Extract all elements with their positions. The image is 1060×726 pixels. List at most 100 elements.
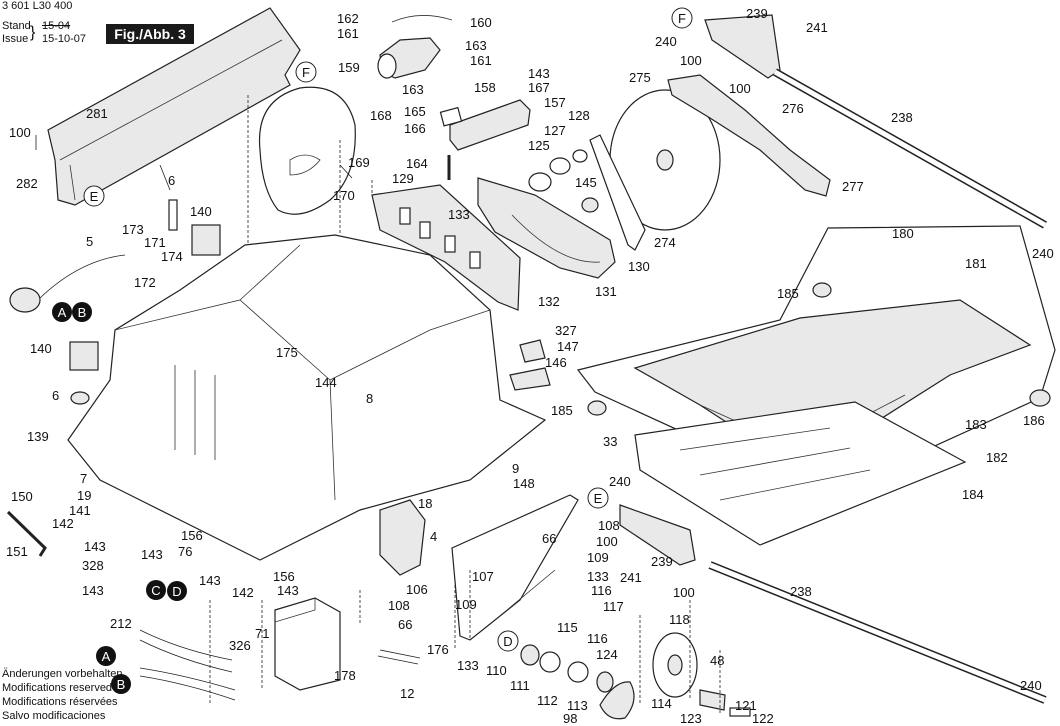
date-brace: } [30, 24, 36, 41]
part-180-inner-frame [633, 299, 1032, 471]
marker-d-lower [497, 630, 519, 652]
marker-f-upper-right [671, 7, 693, 29]
marker-f-upper-right-text: F [678, 11, 686, 26]
date-old: 15-04 [42, 20, 71, 32]
callout-163-b: 163 [402, 82, 424, 97]
part-5-power-cord [39, 254, 126, 299]
callout-175: 175 [276, 345, 298, 360]
callout-130: 130 [628, 259, 650, 274]
part-114-knob [599, 681, 635, 720]
part-157-bracket [449, 99, 531, 151]
callout-12: 12 [400, 686, 414, 701]
marker-e-lower-text: E [594, 491, 603, 506]
callout-277: 277 [842, 179, 864, 194]
callout-173: 173 [122, 222, 144, 237]
callout-167: 167 [528, 80, 550, 95]
callout-124: 124 [596, 647, 618, 662]
callout-327: 327 [555, 323, 577, 338]
callout-108-a: 108 [598, 518, 620, 533]
part-150-hex-key [6, 510, 47, 557]
callout-165: 165 [404, 104, 426, 119]
callout-145: 145 [575, 175, 597, 190]
callout-140-a: 140 [190, 204, 212, 219]
callout-107: 107 [472, 569, 494, 584]
marker-c-text: C [151, 583, 160, 598]
part-140-switch-upper [191, 224, 221, 256]
callout-141: 141 [69, 503, 91, 518]
callout-143-b: 143 [84, 539, 106, 554]
part-239-rail-bottom [619, 504, 696, 566]
part-277-riving-knife [667, 74, 831, 197]
callout-100-d: 100 [596, 534, 618, 549]
part-6-foot [70, 391, 90, 405]
part-drawings [6, 7, 1056, 720]
marker-c [146, 580, 166, 600]
callout-328: 328 [82, 558, 104, 573]
callout-176: 176 [427, 642, 449, 657]
part-274-arm [589, 134, 646, 251]
callout-148: 148 [513, 476, 535, 491]
callout-4: 4 [430, 529, 437, 544]
callout-326: 326 [229, 638, 251, 653]
part-125-flange [528, 172, 552, 192]
marker-b-lower [111, 674, 131, 694]
part-111-washer [539, 651, 561, 673]
callout-142-b: 142 [232, 585, 254, 600]
callout-48: 48 [710, 653, 724, 668]
callout-100-e: 100 [673, 585, 695, 600]
marker-e-upper-left [83, 185, 105, 207]
letter-markers: F E F A B C D A B E D [52, 7, 693, 694]
callout-186: 186 [1023, 413, 1045, 428]
marker-f-upper-left [295, 61, 317, 83]
callout-7: 7 [80, 471, 87, 486]
part-168-guard [258, 86, 356, 215]
callout-150: 150 [11, 489, 33, 504]
callout-184: 184 [962, 487, 984, 502]
part-110-bearing [520, 644, 540, 666]
part-185-foot-lower [587, 400, 607, 416]
callout-113: 113 [567, 698, 588, 713]
callout-131: 131 [595, 284, 617, 299]
part-212-cable [139, 629, 233, 673]
callout-133-b: 133 [587, 569, 609, 584]
callout-241-b: 241 [620, 570, 642, 585]
part-121-bolt [699, 689, 726, 711]
marker-e-upper-left-text: E [90, 189, 99, 204]
callout-133-a: 133 [448, 207, 470, 222]
callout-98: 98 [563, 711, 577, 726]
callout-275: 275 [629, 70, 651, 85]
callout-240-d: 240 [1020, 678, 1042, 693]
marker-d-lower-text: D [503, 634, 512, 649]
callout-9: 9 [512, 461, 519, 476]
callout-109-a: 109 [587, 550, 609, 565]
part-12-cable [377, 649, 421, 665]
callout-174: 174 [161, 249, 183, 264]
part-178-box [274, 597, 341, 691]
footer-line-1: Änderungen vorbehalten [2, 668, 123, 680]
issue-label: Issue [2, 33, 29, 45]
callout-164: 164 [406, 156, 428, 171]
callout-143-e: 143 [199, 573, 221, 588]
callout-212: 212 [110, 616, 132, 631]
callout-151: 151 [6, 544, 28, 559]
part-182-insert [634, 401, 967, 546]
figure-label: Fig./Abb. 3 [106, 24, 194, 44]
leader-lines [35, 95, 721, 715]
marker-a-lower [96, 646, 116, 666]
callout-185-b: 185 [551, 403, 573, 418]
callout-114: 114 [651, 696, 672, 711]
callout-33: 33 [603, 434, 617, 449]
callout-158: 158 [474, 80, 496, 95]
callout-121: 121 [735, 698, 757, 713]
footer-line-4: Salvo modificaciones [2, 710, 106, 722]
callout-66-b: 66 [398, 617, 412, 632]
date-new: 15-10-07 [42, 33, 87, 45]
part-122-screw [729, 707, 751, 717]
callout-169: 169 [348, 155, 370, 170]
part-127-washer [549, 157, 571, 175]
callout-109-b: 109 [455, 597, 477, 612]
callout-238-b: 238 [790, 584, 812, 599]
callout-76: 76 [178, 544, 192, 559]
marker-d-left-text: D [172, 584, 181, 599]
